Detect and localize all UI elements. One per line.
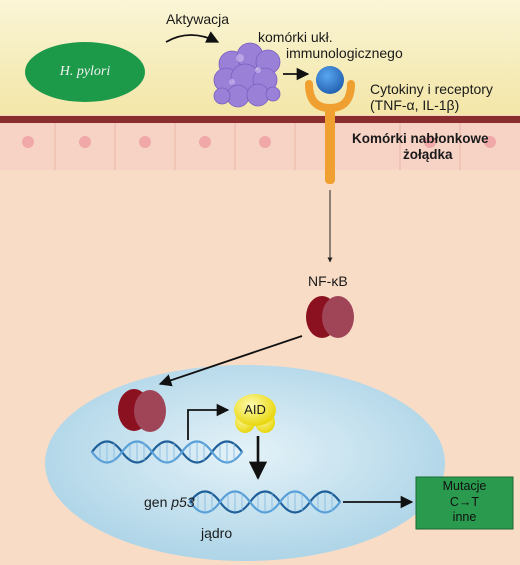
epithelial-label: Komórki nabłonkowe	[352, 131, 489, 146]
gene-name: p53	[171, 494, 195, 510]
immune-cells-label: komórki ukł.	[258, 29, 333, 45]
dna-helix-aid-gene	[90, 440, 244, 464]
dna-helix-p53-gene	[188, 490, 342, 514]
cytokines-label-2: (TNF-α, IL-1β)	[370, 97, 460, 113]
nfkb-dimer-nucleus	[118, 389, 166, 432]
h-pylori-label: H. pylori	[59, 64, 111, 79]
mutation-other: inne	[452, 510, 477, 524]
aid-label: AID	[244, 402, 266, 417]
cytokines-label: Cytokiny i receptory	[370, 81, 493, 97]
mutation-box	[415, 476, 514, 530]
mutation-type: C→T	[449, 494, 480, 509]
activation-arrow	[165, 31, 220, 43]
cytokine-molecule	[316, 66, 344, 94]
h-pylori-bacterium	[25, 42, 145, 102]
mutation-label: Mutacje	[442, 479, 487, 493]
epithelial-cell-layer	[0, 115, 520, 170]
epithelial-label-2: żołądka	[403, 147, 453, 162]
activation-label: Aktywacja	[166, 11, 230, 27]
nfkb-label: NF-κB	[308, 273, 348, 289]
nfkb-translocation-arrow	[158, 335, 303, 387]
transcription-arrow	[187, 403, 230, 440]
nucleus-label: jądro	[201, 525, 233, 541]
gene-prefix: gen	[144, 494, 168, 510]
cytokine-receptor	[305, 80, 355, 184]
nfkb-dimer-cytoplasm	[306, 296, 354, 338]
aid-protein	[234, 394, 276, 433]
immune-cells-label-2: immunologicznego	[286, 45, 403, 61]
mutation-text-block: Mutacje C→T inne	[416, 479, 513, 526]
gene-label: gen p53	[144, 494, 195, 511]
immune-cell	[213, 42, 281, 108]
